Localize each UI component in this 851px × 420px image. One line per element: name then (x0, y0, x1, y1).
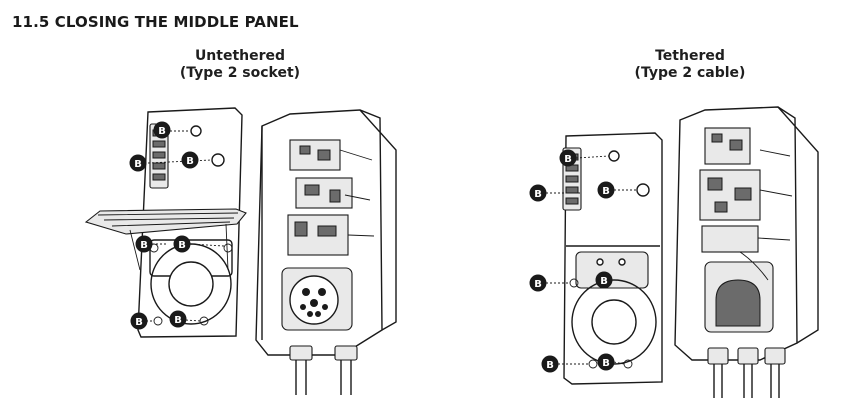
callout-label: B (140, 240, 148, 251)
caption-untethered: Untethered (Type 2 socket) (150, 48, 330, 82)
callout-badge-b-5: B (173, 235, 191, 253)
callout-badge-b-2: B (129, 154, 147, 172)
callout-label: B (534, 279, 542, 290)
callout-badge-b-3: B (181, 151, 199, 169)
callout-badge-b-8: B (559, 149, 577, 167)
callout-label: B (546, 360, 554, 371)
callout-badge-b-12: B (595, 271, 613, 289)
callout-label: B (174, 315, 182, 326)
callout-label: B (602, 186, 610, 197)
caption-untethered-line2: (Type 2 socket) (179, 65, 301, 81)
callout-badge-b-10: B (597, 181, 615, 199)
tethered-callouts: B B B B B B B (529, 149, 637, 373)
untethered-callouts: B B B B B B B (129, 121, 225, 330)
callout-badge-b-11: B (529, 274, 547, 292)
callout-label: B (134, 159, 142, 170)
caption-tethered-line2: (Type 2 cable) (634, 65, 746, 81)
callout-label: B (602, 358, 610, 369)
callout-badge-b-4: B (135, 235, 153, 253)
callout-badge-b-9: B (529, 184, 547, 202)
callout-label: B (534, 189, 542, 200)
caption-tethered: Tethered (Type 2 cable) (600, 48, 780, 82)
callout-label: B (186, 156, 194, 167)
caption-untethered-line1: Untethered (194, 48, 286, 64)
callout-badge-b-1: B (153, 121, 171, 139)
untethered-middle-panel (84, 107, 247, 338)
callout-label: B (600, 276, 608, 287)
section-title: 11.5 CLOSING THE MIDDLE PANEL (12, 13, 299, 31)
callout-label: B (135, 317, 143, 328)
callout-badge-b-7: B (169, 310, 187, 328)
tethered-middle-panel (562, 132, 663, 385)
caption-tethered-line1: Tethered (655, 48, 725, 64)
callout-badge-b-6: B (130, 312, 148, 330)
callout-label: B (158, 126, 166, 137)
callout-label: B (178, 240, 186, 251)
callout-badge-b-13: B (541, 355, 559, 373)
untethered-enclosure (255, 109, 397, 395)
callout-label: B (564, 154, 572, 165)
tethered-enclosure (674, 106, 819, 398)
callout-badge-b-14: B (597, 353, 615, 371)
